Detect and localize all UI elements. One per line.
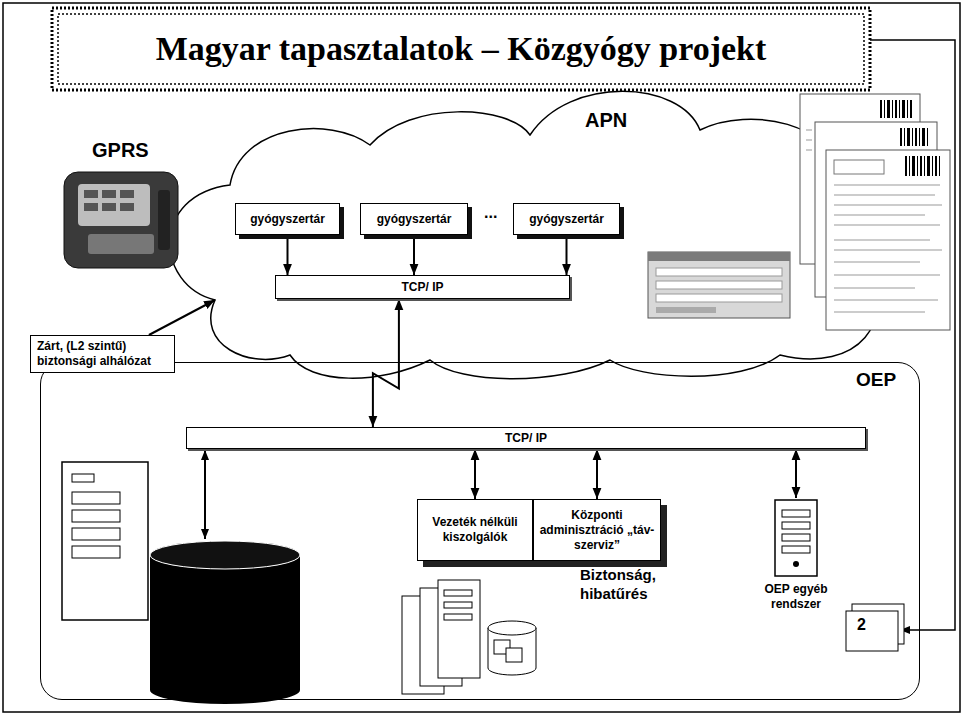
subnet-label: Zárt, (L2 szintű) biztonsági alhálózat xyxy=(37,339,168,369)
title-frame-inner xyxy=(58,14,864,84)
database-cylinder xyxy=(150,541,300,704)
main-server xyxy=(62,462,148,620)
outer-frame xyxy=(3,3,960,712)
pharmacy-box: gyógyszertár xyxy=(513,203,620,235)
prescription-documents xyxy=(800,94,950,330)
title-box: Magyar tapasztalatok – Közgyógy projekt xyxy=(52,8,870,90)
title-frame-outer xyxy=(52,8,870,90)
gprs-modem xyxy=(64,172,178,268)
connector-arrow xyxy=(596,449,598,499)
page-link-line xyxy=(870,40,955,630)
server-icon xyxy=(773,498,819,578)
system-server: OEP egyéb rendszer xyxy=(746,498,846,628)
connector-arrow xyxy=(373,299,399,427)
page-icon xyxy=(846,604,904,651)
cloud-label: APN xyxy=(585,109,627,132)
screen-window xyxy=(648,252,790,318)
server-label: Vezeték nélküli kiszolgálók xyxy=(418,515,532,545)
admin-box: Központi adminisztráció „táv-szerviz” xyxy=(533,499,661,561)
pharmacy-box: gyógyszertár xyxy=(235,203,340,235)
connector-arrow xyxy=(413,235,415,275)
network-bar: TCP/ IP xyxy=(275,275,570,299)
system-label: OEP egyéb rendszer xyxy=(746,582,846,612)
pharmacy-box: gyógyszertár xyxy=(360,203,468,235)
pharmacy-label: gyógyszertár xyxy=(250,212,325,226)
admin-label: Központi adminisztráció „táv-szerviz” xyxy=(534,508,660,553)
redundant-servers xyxy=(402,580,536,694)
pharmacy-label: gyógyszertár xyxy=(377,212,452,226)
database-link xyxy=(204,450,206,539)
pharmacy-label: gyógyszertár xyxy=(529,212,604,226)
connector-arrow xyxy=(287,235,289,275)
feature-note: Biztonság, hibatűrés xyxy=(580,566,680,604)
title-text: Magyar tapasztalatok – Közgyógy projekt xyxy=(156,30,767,68)
connector-arrow xyxy=(795,449,797,498)
network-type-label: GPRS xyxy=(92,138,149,163)
network-label: TCP/ IP xyxy=(505,431,547,445)
container-label: OEP xyxy=(856,369,896,391)
page-number: 2 xyxy=(857,615,866,635)
network-label: TCP/ IP xyxy=(401,280,443,294)
network-bar: TCP/ IP xyxy=(186,427,866,449)
connector-arrow xyxy=(149,300,215,335)
connector-arrow xyxy=(566,235,568,275)
cloud-outline xyxy=(140,85,900,385)
subnet-label-box: Zárt, (L2 szintű) biztonsági alhálózat xyxy=(30,335,175,373)
ellipsis-label: ... xyxy=(484,203,497,223)
cloud-outline-path xyxy=(170,91,891,379)
connector-arrow xyxy=(474,449,476,499)
server-box: Vezeték nélküli kiszolgálók xyxy=(417,499,533,561)
oep-container: OEP TCP/ IP Vezeték nélküli kiszolgálókKöz… xyxy=(40,362,920,700)
apn-cloud: APN gyógyszertár gyógyszertár gyógyszertárT… xyxy=(140,85,900,385)
